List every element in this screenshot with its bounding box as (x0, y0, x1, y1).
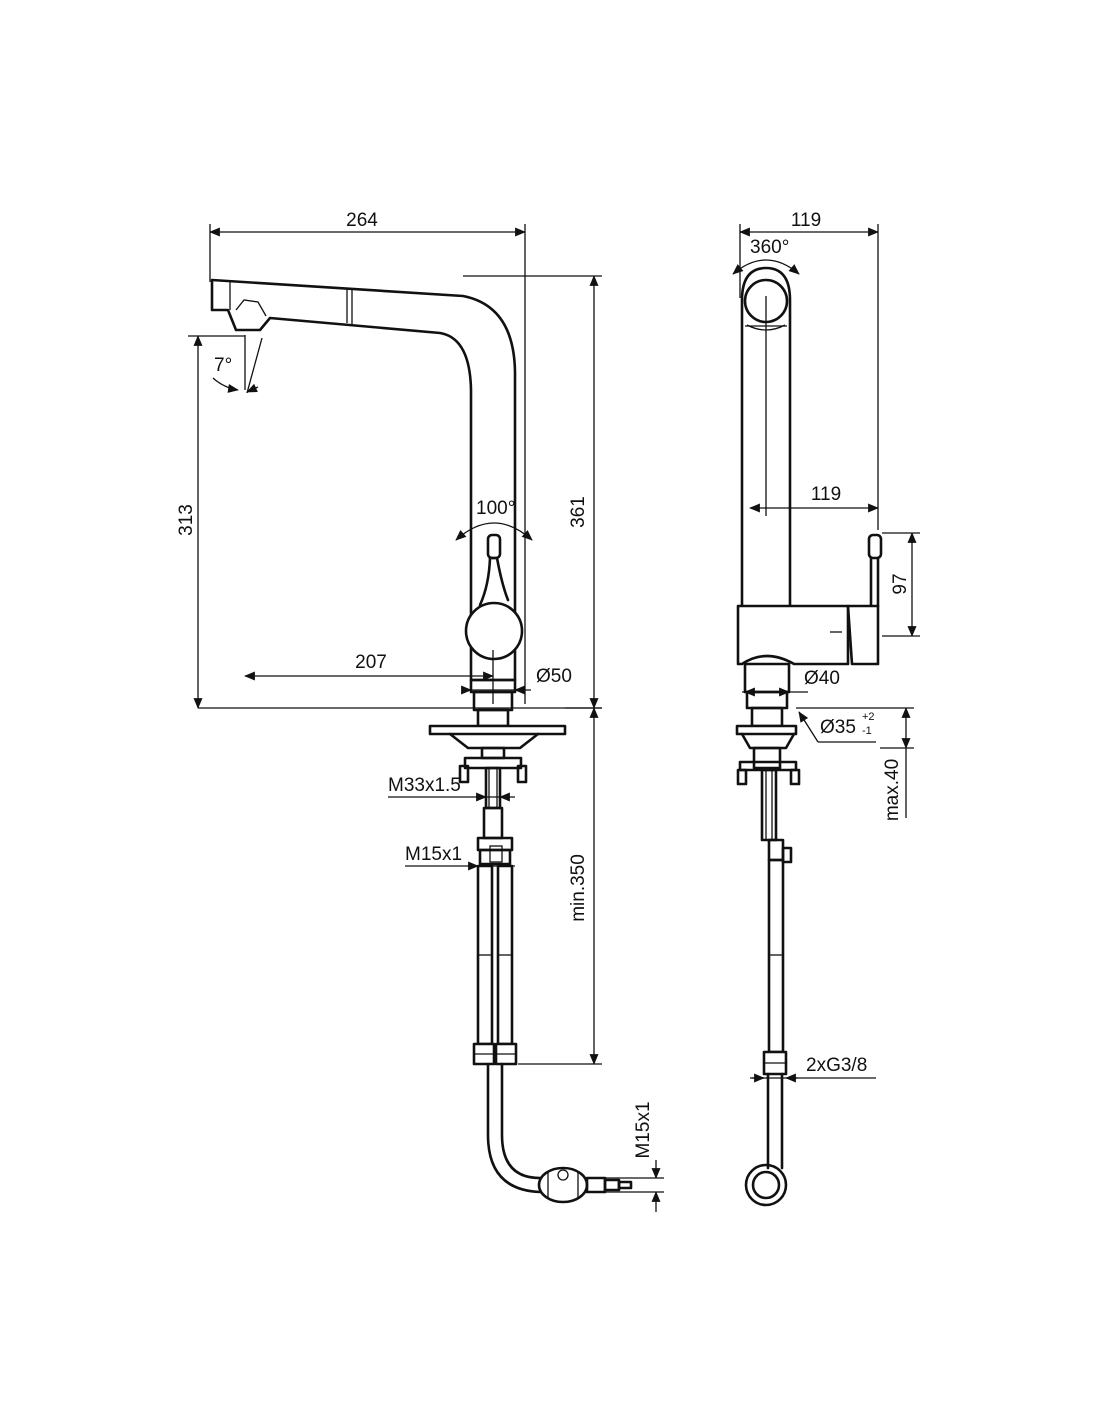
side-faucet-body (736, 266, 850, 666)
front-lever (464, 533, 524, 661)
dim-swivel: 360° (732, 237, 800, 275)
dim-depth-top: 119 (739, 210, 879, 530)
dim-body-diameter: Ø40 (742, 668, 840, 697)
dim-height-361: 361 (198, 275, 602, 709)
dim-counter-thickness: max.40 (796, 707, 914, 821)
dim-reach-207-label: 207 (355, 652, 387, 673)
dim-supply-connection-label: 2xG3/8 (806, 1055, 867, 1076)
dim-depth-mid: 119 (749, 296, 879, 516)
side-supply-hoses (744, 838, 793, 1207)
dim-height-361-label: 361 (568, 496, 589, 528)
dim-depth-mid-label: 119 (811, 484, 841, 505)
front-supply-hoses (472, 864, 518, 1066)
dim-counter-thickness-label: max.40 (882, 759, 903, 821)
dim-hole-diameter: Ø35 +2 -1 (798, 711, 876, 743)
dim-width-264-label: 264 (346, 210, 378, 231)
dim-outlet-thread-label: M15x1 (633, 1101, 654, 1158)
dim-base-diameter: Ø50 (461, 666, 572, 695)
dim-spray-angle: 7° (212, 335, 263, 394)
dim-width-264: 264 (209, 210, 526, 704)
dim-hose-length-label: min.350 (568, 854, 589, 922)
dim-height-313: 313 (176, 335, 245, 709)
dim-swivel-label: 360° (750, 237, 789, 258)
dim-connector-thread-label: M15x1 (405, 844, 462, 865)
dim-hole-tolerance-lower: -1 (862, 725, 872, 737)
front-pullout-hose (486, 1062, 633, 1204)
dim-height-313-label: 313 (176, 504, 197, 536)
side-view: 119 360° 119 97 Ø40 (732, 210, 920, 1207)
dim-depth-top-label: 119 (791, 210, 821, 231)
dim-base-diameter-label: Ø50 (536, 666, 572, 687)
dim-lever-angle: 100° (455, 498, 533, 541)
dim-lever-height: 97 (882, 532, 920, 637)
side-base-and-mount (735, 662, 801, 842)
dim-lever-angle-label: 100° (476, 498, 515, 519)
dim-shank-thread: M33x1.5 (388, 775, 515, 802)
dim-hole-diameter-label: Ø35 (820, 717, 856, 738)
dim-hose-length: min.350 (518, 707, 602, 1065)
dim-shank-thread-label: M33x1.5 (388, 775, 461, 796)
dim-outlet-thread: M15x1 (600, 1101, 664, 1212)
dim-body-diameter-label: Ø40 (804, 668, 840, 689)
dim-spray-angle-label: 7° (214, 355, 232, 376)
dim-hole-tolerance-upper: +2 (862, 711, 875, 723)
dim-connector-thread: M15x1 (405, 844, 515, 871)
dim-reach-207: 207 (244, 650, 494, 704)
dim-supply-connection: 2xG3/8 (750, 1055, 876, 1083)
front-faucet-body (210, 278, 517, 682)
dim-lever-height-label: 97 (890, 573, 911, 594)
front-view: 264 7° 313 361 100° (176, 210, 664, 1212)
side-lever (846, 533, 883, 666)
